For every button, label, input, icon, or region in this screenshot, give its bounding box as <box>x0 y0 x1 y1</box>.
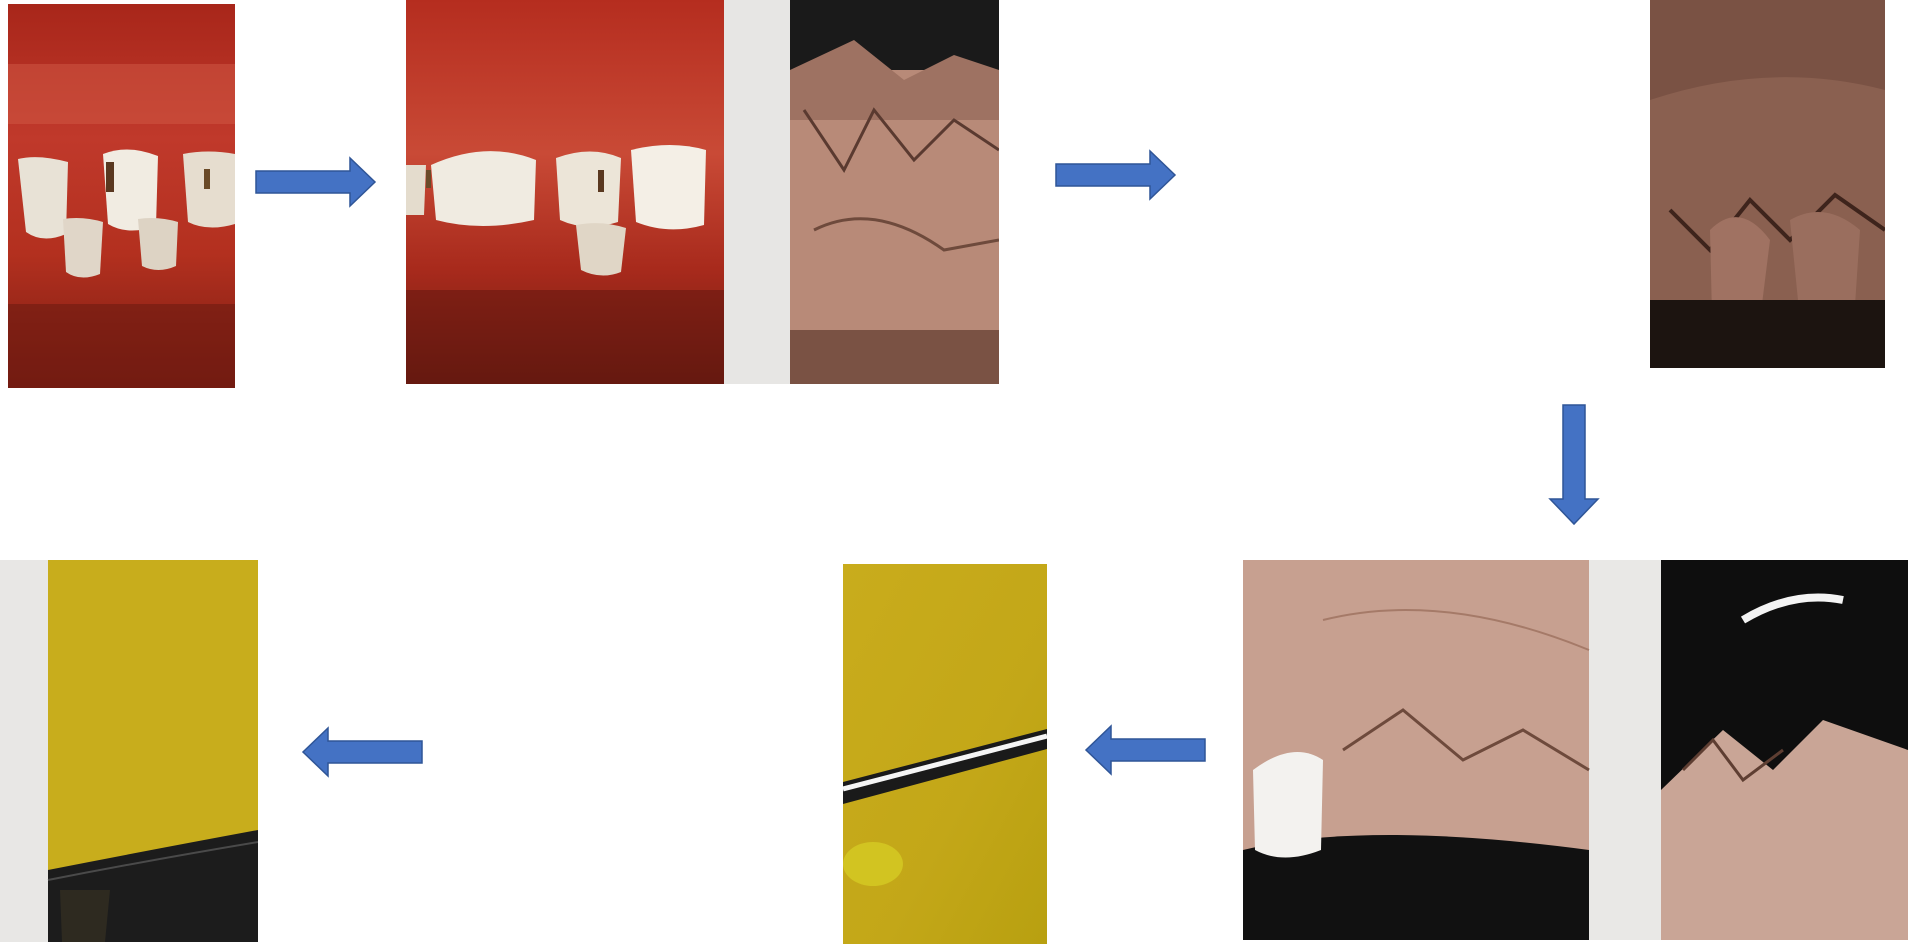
arrow-left-icon <box>1085 725 1206 775</box>
arrow-down-icon <box>1549 404 1599 525</box>
photo-teeth-caries-2 <box>406 0 724 384</box>
photo-stone-cast-2 <box>1650 0 1885 368</box>
arrow-right-icon <box>255 157 376 207</box>
arrow-left-icon <box>302 727 423 777</box>
photo-yellow-with-object <box>0 560 258 942</box>
photo-stone-cast-1 <box>724 0 999 384</box>
photo-instrument-on-yellow <box>843 564 1047 944</box>
arrow-right-icon <box>1055 150 1176 200</box>
photo-teeth-caries-1 <box>8 4 235 388</box>
photo-stone-cast-with-crown <box>1243 560 1908 940</box>
